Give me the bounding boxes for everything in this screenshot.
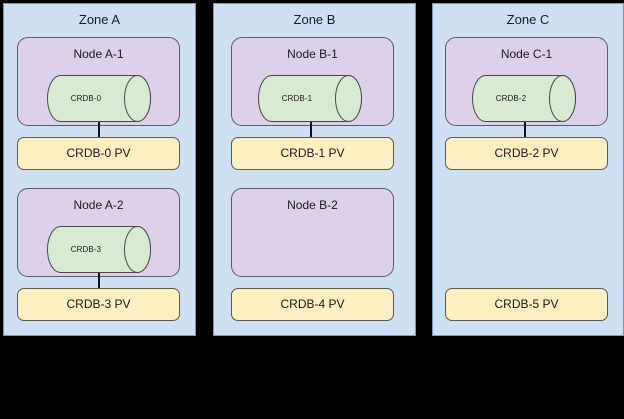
persistent-volume-crdb-5-pv: CRDB-5 PV <box>445 288 608 321</box>
persistent-volume-crdb-3-pv: CRDB-3 PV <box>17 288 180 321</box>
persistent-volume-label: CRDB-3 PV <box>66 297 131 311</box>
zone-title: Zone B <box>293 12 336 27</box>
pod-cylinder-crdb-0: CRDB-0 <box>47 75 151 122</box>
connector-line-crdb-2-pv <box>524 122 526 137</box>
persistent-volume-crdb-0-pv: CRDB-0 PV <box>17 137 180 170</box>
persistent-volume-crdb-4-pv: CRDB-4 PV <box>231 288 394 321</box>
connector-line-crdb-3-pv <box>98 273 100 288</box>
persistent-volume-label: CRDB-1 PV <box>280 146 345 160</box>
pod-cylinder-crdb-1: CRDB-1 <box>258 75 362 122</box>
pod-cylinder-crdb-2: CRDB-2 <box>472 75 576 122</box>
persistent-volume-label: CRDB-0 PV <box>66 146 131 160</box>
zone-title: Zone A <box>78 12 121 27</box>
persistent-volume-crdb-1-pv: CRDB-1 PV <box>231 137 394 170</box>
persistent-volume-label: CRDB-5 PV <box>494 297 559 311</box>
persistent-volume-label: CRDB-4 PV <box>280 297 345 311</box>
node-title: Node A-1 <box>73 47 124 61</box>
pod-cylinder-crdb-3: CRDB-3 <box>47 226 151 273</box>
zone-title: Zone C <box>506 12 550 27</box>
node-title: Node B-1 <box>287 47 338 61</box>
connector-line-crdb-0-pv <box>98 122 100 137</box>
node-box-node-b-2: Node B-2 <box>231 188 394 277</box>
node-title: Node A-2 <box>73 198 124 212</box>
node-title: Node B-2 <box>287 198 338 212</box>
persistent-volume-crdb-2-pv: CRDB-2 PV <box>445 137 608 170</box>
node-title: Node C-1 <box>500 47 553 61</box>
connector-line-crdb-1-pv <box>310 122 312 137</box>
persistent-volume-label: CRDB-2 PV <box>494 146 559 160</box>
